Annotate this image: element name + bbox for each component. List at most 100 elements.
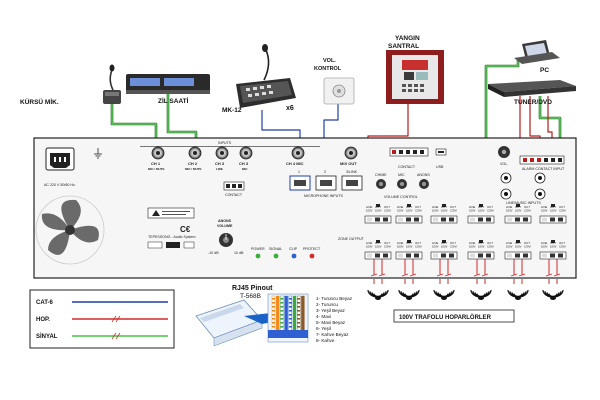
knob-mic[interactable] [397,179,407,189]
zone-terminal-6-1[interactable]: LINE100VOUT100VOUTCOM [539,204,567,224]
wire-hash-mark [436,273,452,277]
rj45-stripe [297,322,301,324]
zone-terminal-6-2[interactable]: LINE100VOUT100VOUTCOM [539,240,567,260]
ac-label: AC 220 V 50/60 Hz. [44,183,76,187]
rj45-stripe [297,298,301,300]
rca-input-r[interactable] [534,172,546,184]
rj45-stripe [288,322,292,324]
inputs-label: INPUTS [218,141,232,145]
mk12-paging-console [236,44,296,108]
zone-marker [442,240,446,243]
zone-marker [376,204,380,207]
zone-terminal-4-2[interactable]: LINE100VOUT100VOUTCOM [467,240,495,260]
zone-terminal-2-1[interactable]: LINE100VOUT100VOUTCOM [395,204,423,224]
zone-term-label: LINE [366,241,372,245]
rca-input-r2[interactable] [534,188,546,200]
speakers-label: 100V TRAFOLU HOPARLÖRLER [399,314,492,321]
wire-hash-mark [401,273,417,277]
rj45-stripe [280,310,284,312]
rj45-stripe [280,322,284,324]
jack-ch1[interactable] [151,146,165,160]
zone-terminal-5-2[interactable]: LINE100VOUT100VOUTCOM [504,240,532,260]
zone-terminal-4-1[interactable]: LINE100VOUT100VOUTCOM [467,204,495,224]
speaker-arc [513,293,523,297]
zone-term-label: OUT [384,205,390,209]
jack-ch2[interactable] [188,146,202,160]
zone-terminal-3-1[interactable]: LINE100VOUT100VOUTCOM [430,204,458,224]
zone-term-label: 100V [478,209,485,213]
zone-screw [414,253,419,258]
zone-term-label: OUT [524,205,530,209]
usb-port[interactable] [435,148,447,156]
zone-terminal-5-1[interactable]: LINE100VOUT100VOUTCOM [504,204,532,224]
ac-power-inlet [45,147,75,171]
zone-term-label: COM [524,209,531,213]
zone-term-label: LINE [469,205,475,209]
rj45-port-3-link[interactable] [341,175,363,191]
warning-label [147,207,195,219]
rj45-stripe [288,318,292,320]
zone-term-label: COM [559,245,566,249]
rj45-pin-label-1: 1- Turuncu Beyaz [316,296,353,301]
vol-knob[interactable] [498,146,510,158]
anons-volume-knob[interactable] [219,233,233,247]
svg-text:MIC: MIC [398,173,405,177]
speaker-center [515,296,521,300]
ground-icon [94,148,102,159]
kursu-mic-label: KÜRSÜ MİK. [20,97,59,106]
knob-chime[interactable] [376,179,386,189]
speaker-center [406,296,412,300]
zone-term-label: 100V [406,245,413,249]
jack-ch3-mic[interactable] [239,146,253,160]
rj45-port-1[interactable] [289,175,311,191]
zone-screw [542,217,547,222]
zone-output-label: ZONE OUTPUT [338,237,365,241]
jack-ch3-line[interactable] [215,146,229,160]
zone-screw [406,217,411,222]
legend-label: CAT-6 [36,300,54,306]
small-contact-block[interactable] [223,181,245,191]
svg-text:MIC / MUTE: MIC / MUTE [148,167,165,171]
zone-term-label: 100V [432,209,439,213]
vol-kontrol-label-1: VOL. [323,58,336,64]
wire-hash-mark [370,273,386,277]
certification-badges [147,241,195,249]
zone-term-label: OUT [415,241,421,245]
zone-screw [486,253,491,258]
svg-text:MIC / MUTE: MIC / MUTE [185,167,202,171]
wire-hash-mark [473,273,489,277]
zone-screw [515,253,520,258]
knob-anons[interactable] [419,179,429,189]
mic-inputs-label: MICROPHONE INPUTS [304,194,344,198]
rca-input-l[interactable] [500,172,512,184]
contact-terminal-strip[interactable] [389,147,429,157]
zone-terminal-1-1[interactable]: LINE100VOUT100VOUTCOM [364,204,392,224]
zone-terminal-2-2[interactable]: LINE100VOUT100VOUTCOM [395,240,423,260]
zone-term-label: COM [450,209,457,213]
speaker-arc [439,293,449,297]
alarm-contact-terminals[interactable] [519,155,565,165]
zone-screw [367,253,372,258]
wire-hash-mark [545,273,561,277]
jack-mix-out[interactable] [344,146,358,160]
vol-kontrol-label-2: KONTROL [314,66,342,72]
zone-term-label: LINE [541,241,547,245]
rca-input-l2[interactable] [500,188,512,200]
zone-screw [383,253,388,258]
volume-label: VOLUME [217,224,233,228]
zone-term-label: OUT [487,205,493,209]
zone-term-label: COM [384,209,391,213]
wire-hash-mark [510,273,526,277]
mk12-label: MK-12 [222,107,242,114]
zone-terminal-3-2[interactable]: LINE100VOUT100VOUTCOM [430,240,458,260]
zone-term-label: LINE [366,205,372,209]
mix-out-label: MIX OUT [340,161,357,166]
rj45-stripe [272,322,275,324]
tuner-label: TUNER/DVD [514,99,552,106]
rj45-stripe [297,310,301,312]
jack-ch4-mic[interactable] [291,146,305,160]
zone-term-label: 100V [366,209,373,213]
rj45-port-2[interactable] [315,175,337,191]
zone-terminal-1-2[interactable]: LINE100VOUT100VOUTCOM [364,240,392,260]
